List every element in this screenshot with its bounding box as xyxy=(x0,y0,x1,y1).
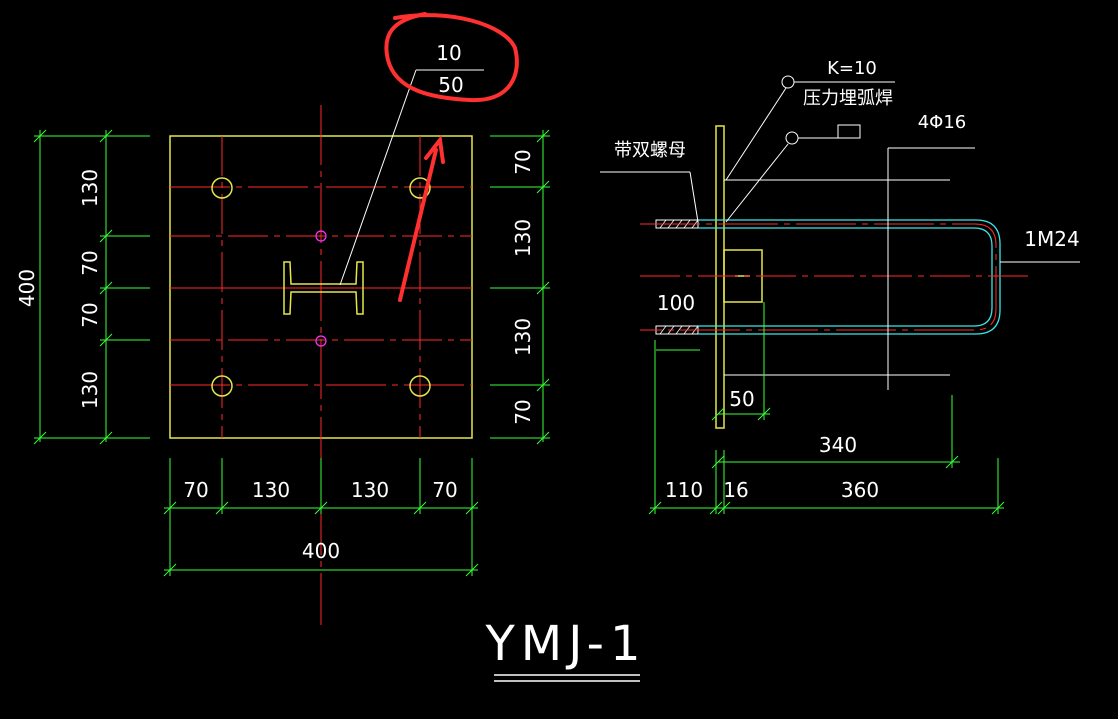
double-nut-label: 带双螺母 xyxy=(614,140,686,161)
weld-size-label: K=10 xyxy=(827,58,877,79)
anchor-bolt-label: 1M24 xyxy=(1024,227,1079,251)
weld-callout: 10 50 xyxy=(339,41,484,286)
section-dimensions xyxy=(648,302,1005,515)
dim-label: 70 xyxy=(432,478,457,502)
bolt-hole xyxy=(211,177,233,199)
plan-left-dim-labels: 400 130 70 70 130 xyxy=(15,169,102,409)
plan-view xyxy=(169,105,473,625)
annotation-arrow-head xyxy=(424,135,445,164)
straight-rebars xyxy=(724,147,975,390)
bolt-hole xyxy=(211,375,233,397)
dim-label: 100 xyxy=(657,291,695,315)
plan-bottom-dim-labels: 70 130 130 70 400 xyxy=(183,478,457,563)
steel-section-symbol xyxy=(283,261,364,315)
u-rebar-centerline xyxy=(640,223,997,331)
annotation-arrow-shaft xyxy=(398,148,438,302)
dim-label: 340 xyxy=(819,433,857,457)
rebar-node xyxy=(315,230,327,242)
dim-label: 50 xyxy=(729,387,754,411)
dim-label: 70 xyxy=(183,478,208,502)
dim-label: 16 xyxy=(723,478,748,502)
callout-top-value: 10 xyxy=(436,41,461,65)
drawing-title: YMJ-1 xyxy=(484,616,646,672)
dim-label: 130 xyxy=(511,219,535,257)
dim-label: 130 xyxy=(78,169,102,207)
dim-label: 70 xyxy=(78,302,102,327)
plan-right-dimensions xyxy=(490,129,550,445)
callout-bottom-value: 50 xyxy=(438,73,463,97)
dim-label: 130 xyxy=(511,318,535,356)
dim-label: 130 xyxy=(252,478,290,502)
dim-label: 360 xyxy=(841,478,879,502)
bolt-hole xyxy=(409,375,431,397)
dim-overall-width: 400 xyxy=(302,539,340,563)
red-annotation xyxy=(384,12,519,302)
plan-right-dim-labels: 70 130 130 70 xyxy=(511,149,535,424)
rebar-spec-label: 4Φ16 xyxy=(918,112,967,133)
u-rebar-inner xyxy=(698,227,993,327)
dim-overall-height: 400 xyxy=(15,269,39,307)
section-view xyxy=(600,75,1080,429)
highlight-circle xyxy=(384,12,519,103)
bolt-holes xyxy=(211,177,431,397)
u-rebar-outer xyxy=(698,219,1001,335)
plan-left-dimensions xyxy=(33,129,150,445)
plan-bottom-dimensions xyxy=(163,458,479,577)
dim-label: 130 xyxy=(78,371,102,409)
dim-label: 70 xyxy=(511,399,535,424)
dim-label: 70 xyxy=(511,149,535,174)
section-dim-labels: 100 50 340 110 16 360 xyxy=(657,291,879,502)
plan-centerlines xyxy=(170,105,472,625)
dim-label: 110 xyxy=(665,478,703,502)
bolt-hole xyxy=(409,177,431,199)
rebar-node xyxy=(315,335,327,347)
weld-method-label: 压力埋弧焊 xyxy=(803,88,893,109)
dim-label: 70 xyxy=(78,250,102,275)
dim-label: 130 xyxy=(351,478,389,502)
callout-leader xyxy=(339,69,417,286)
section-leaders xyxy=(600,75,1080,263)
